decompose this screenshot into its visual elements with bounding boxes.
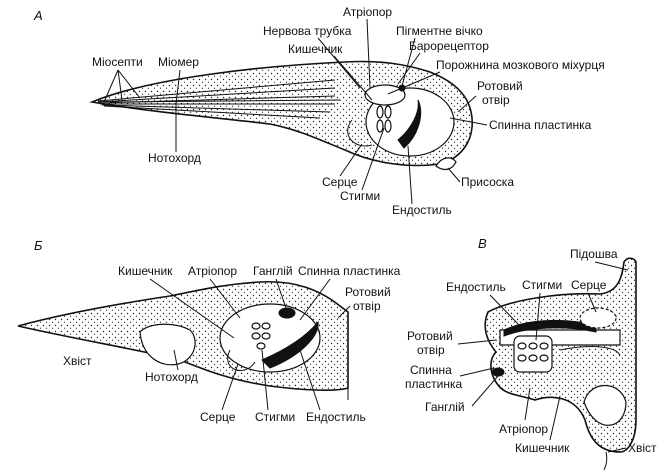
label-endostyle-c: Ендостиль — [446, 280, 506, 294]
leaders-c — [457, 261, 629, 453]
label-heart-b: Серце — [200, 410, 236, 424]
label-endostyle-b: Ендостиль — [306, 410, 366, 424]
label-heart-a: Серце — [322, 175, 358, 189]
label-sucker-a: Присоска — [461, 175, 514, 189]
panel-label-b: Б — [34, 238, 43, 253]
label-mouth-a-2: отвір — [482, 93, 510, 107]
label-stigmata-a: Стигми — [340, 189, 380, 203]
labels-b: Кишечник Атріопор Ганглій Спинна пластин… — [63, 264, 401, 424]
label-sole-c: Підошва — [570, 247, 618, 261]
labels-c: Підошва Ендостиль Стигми Серце Ротовий о… — [405, 247, 657, 455]
stigmata-b — [251, 322, 271, 350]
label-mouth-c-2: отвір — [417, 343, 445, 357]
panel-label-a: А — [33, 8, 43, 23]
label-dorsal-c-1: Спинна — [410, 363, 452, 377]
label-atriopore-a: Атріопор — [343, 5, 392, 19]
label-gut-a: Кишечник — [288, 42, 343, 56]
label-atriopore-c: Атріопор — [499, 422, 548, 436]
label-atriopore-b: Атріопор — [188, 264, 237, 278]
larva-a-drawing — [89, 60, 473, 171]
juvenile-c-drawing — [484, 257, 637, 471]
leaders-b — [149, 278, 351, 411]
labels-a: Атріопор Нервова трубка Пігментне вічко … — [92, 5, 605, 217]
label-mouth-c-1: Ротовий — [407, 329, 453, 343]
label-endostyle-a: Ендостиль — [392, 203, 452, 217]
ganglion-c — [491, 367, 505, 377]
sucker-a — [435, 157, 457, 171]
label-dorsal-c-2: пластинка — [405, 377, 463, 391]
label-gut-b: Кишечник — [118, 264, 173, 278]
stigmata-c — [517, 342, 549, 362]
label-brain-vesicle-a: Порожнина мозкового міхурця — [436, 58, 605, 72]
panel-label-c: В — [478, 236, 487, 251]
label-tail-b: Хвіст — [63, 354, 92, 368]
label-ganglion-c: Ганглій — [425, 400, 465, 414]
leaders-a — [103, 18, 488, 205]
label-gut-c: Кишечник — [515, 441, 570, 455]
label-baroreceptor-a: Барорецептор — [409, 39, 489, 53]
label-ganglion-b: Ганглій — [253, 264, 293, 278]
label-neural-tube-a: Нервова трубка — [263, 24, 352, 38]
label-myomere-a: Міомер — [158, 55, 199, 69]
label-notochord-b: Нотохорд — [145, 370, 198, 384]
label-stigmata-b: Стигми — [255, 410, 295, 424]
label-mouth-b-2: отвір — [353, 299, 381, 313]
label-dorsal-plate-a: Спинна пластинка — [489, 118, 592, 132]
label-stigmata-c: Стигми — [522, 278, 562, 292]
label-myosepta-a: Міосепти — [92, 55, 143, 69]
label-pigment-eye-a: Пігментне вічко — [396, 24, 483, 38]
label-dorsal-plate-b: Спинна пластинка — [298, 264, 401, 278]
larva-b-drawing — [17, 280, 349, 400]
stigmata-a — [376, 105, 392, 133]
label-tail-c: Хвіст — [628, 441, 657, 455]
ganglion-b — [278, 307, 296, 319]
label-mouth-a-1: Ротовий — [477, 79, 523, 93]
label-mouth-b-1: Ротовий — [345, 285, 391, 299]
label-notochord-a: Нотохорд — [148, 151, 201, 165]
label-heart-c: Серце — [571, 278, 607, 292]
